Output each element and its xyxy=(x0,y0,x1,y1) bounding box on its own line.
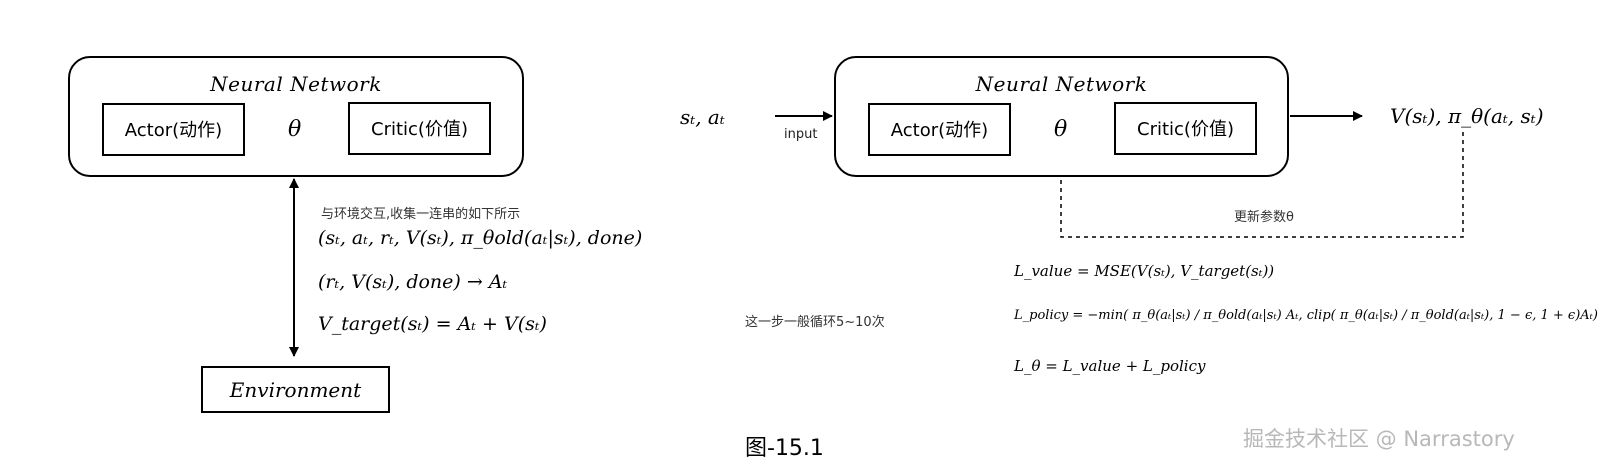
advantage-eq: (rₜ, V(sₜ), done) → Aₜ xyxy=(318,271,508,293)
output-vars: V(sₜ), π_θ(aₜ, sₜ) xyxy=(1390,104,1544,128)
left-actor-box: Actor(动作) xyxy=(102,103,245,156)
loss-policy-eq: L_policy = −min( π_θ(aₜ|sₜ) / π_θold(aₜ|… xyxy=(1014,308,1598,323)
right-theta: θ xyxy=(1054,117,1068,142)
input-vars: sₜ, aₜ xyxy=(680,105,725,129)
loss-value-eq: L_value = MSE(V(sₜ), V_target(sₜ)) xyxy=(1014,262,1275,280)
input-label: input xyxy=(784,127,818,142)
watermark: 掘金技术社区 @ Narrastory xyxy=(1243,427,1515,451)
loss-theta-eq: L_θ = L_value + L_policy xyxy=(1014,357,1206,375)
left-actor-label: Actor(动作) xyxy=(124,120,223,141)
left-critic-label: Critic(价值) xyxy=(371,119,468,140)
v-target-eq: V_target(sₜ) = Aₜ + V(sₜ) xyxy=(318,313,547,335)
right-actor-box: Actor(动作) xyxy=(868,103,1011,156)
right-nn-title: Neural Network xyxy=(975,72,1148,96)
loop-note: 这一步一般循环5~10次 xyxy=(745,315,885,330)
trajectory-tuple: (sₜ, aₜ, rₜ, V(sₜ), π_θold(aₜ|sₜ), done) xyxy=(318,227,643,249)
update-feedback-dashed-line xyxy=(1056,132,1464,238)
environment-label: Environment xyxy=(229,378,362,402)
update-params-label: 更新参数θ xyxy=(1234,210,1294,225)
left-theta: θ xyxy=(288,117,302,142)
left-nn-title: Neural Network xyxy=(210,72,382,96)
right-actor-label: Actor(动作) xyxy=(890,120,989,141)
right-critic-box: Critic(价值) xyxy=(1114,102,1257,155)
left-critic-box: Critic(价值) xyxy=(348,102,491,155)
environment-box: Environment xyxy=(201,366,390,413)
collect-note: 与环境交互,收集一连串的如下所示 xyxy=(321,207,521,222)
figure-caption: 图-15.1 xyxy=(745,436,824,461)
right-critic-label: Critic(价值) xyxy=(1137,119,1234,140)
